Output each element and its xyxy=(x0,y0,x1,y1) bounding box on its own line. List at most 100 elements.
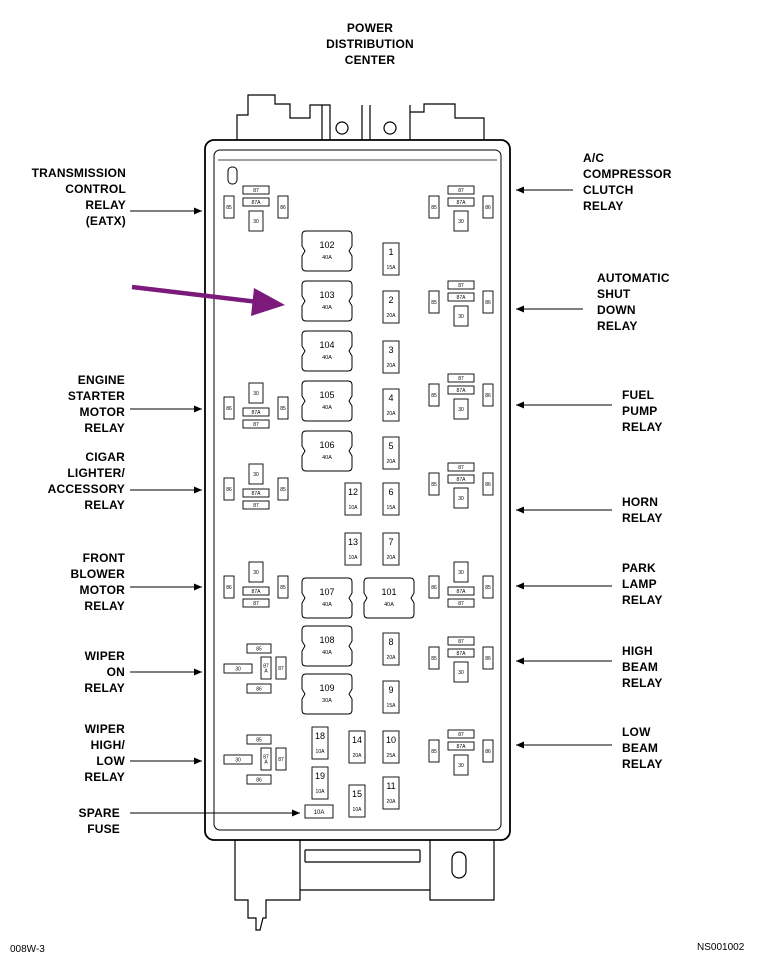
fuse-number: 9 xyxy=(388,685,393,695)
fuse-amperage: 10A xyxy=(349,555,359,561)
mini-fuse-body xyxy=(382,776,400,810)
fuse-amperage: 40A xyxy=(384,602,394,608)
fuse-amperage: 20A xyxy=(353,753,363,759)
relay-pin-87 xyxy=(447,280,475,290)
figure-code-right: NS001002 xyxy=(697,942,745,953)
relay-pin-30 xyxy=(453,210,469,232)
maxi-fuse-body xyxy=(301,673,353,715)
relay-pin-85-text: 85 xyxy=(431,393,437,399)
fuse-amperage: 10A xyxy=(314,810,325,816)
fuse-number: 8 xyxy=(388,637,393,647)
fuse-amperage: 40A xyxy=(322,602,332,608)
label-cigar-lighter-accessory-relay: CIGAR LIGHTER/ ACCESSORY RELAY xyxy=(47,450,125,512)
relay-pin-87a xyxy=(242,488,270,498)
arrow-blower-relay-head xyxy=(194,583,202,591)
relay-pin-87a-text: 87A xyxy=(252,410,262,416)
relay-pin-87a-text: A xyxy=(264,759,268,765)
relay-pin-85-text: 85 xyxy=(280,487,286,493)
relay-pin-85-text: 85 xyxy=(280,406,286,412)
relay-pin-86 xyxy=(482,646,494,670)
label-spare-fuse: SPARE FUSE xyxy=(78,806,120,836)
relay-pin-87a-text: A xyxy=(264,668,268,674)
mini-fuse-body xyxy=(382,242,400,276)
maxi-fuse-body xyxy=(301,430,353,472)
relay-pin-30 xyxy=(453,487,469,509)
label-wiper-on-relay: WIPER ON RELAY xyxy=(84,649,125,695)
fuse-amperage: 40A xyxy=(322,355,332,361)
arrow-high-beam-relay-head xyxy=(516,657,524,665)
relay-pin-86-text: 86 xyxy=(485,300,491,306)
relay-pin-85 xyxy=(277,396,289,420)
label-transmission-control-relay: TRANSMISSION CONTROL RELAY (EATX) xyxy=(31,166,126,228)
relay-pin-30-text: 30 xyxy=(253,472,259,478)
spare-fuse: 10A xyxy=(304,804,334,819)
relay-pin-87 xyxy=(447,598,475,608)
fuse-number: 15 xyxy=(352,789,362,799)
fuse-number: 104 xyxy=(319,340,334,350)
relay-pin-87a-text: 87A xyxy=(457,388,467,394)
relay-pin-85-text: 85 xyxy=(431,300,437,306)
relay-pin-87 xyxy=(275,747,287,771)
relay-pin-30-text: 30 xyxy=(235,757,241,763)
maxi-fuse-104: 104 40A xyxy=(301,330,353,372)
fuse-number: 105 xyxy=(319,390,334,400)
relay-pin-30-text: 30 xyxy=(458,570,464,576)
relay-pin-30-text: 30 xyxy=(458,314,464,320)
relay-pin-87a-text: 87A xyxy=(252,491,262,497)
relay-pin-30-text: 30 xyxy=(235,666,241,672)
relay-pin-87a xyxy=(242,586,270,596)
relay-pin-86-text: 86 xyxy=(485,482,491,488)
relay-pin-85 xyxy=(428,646,440,670)
relay-pin-30-text: 30 xyxy=(458,763,464,769)
maxi-fuse-body xyxy=(363,577,415,619)
fuse-number: 19 xyxy=(315,771,325,781)
maxi-fuse-body xyxy=(301,577,353,619)
relay-pin-30 xyxy=(248,382,264,404)
arrow-wiper-on-relay-head xyxy=(194,668,202,676)
relay-pin-87 xyxy=(447,636,475,646)
relay-pin-87a xyxy=(260,656,272,680)
relay-pin-30-text: 30 xyxy=(253,570,259,576)
fuse-number: 4 xyxy=(388,393,393,403)
fuse-amperage: 15A xyxy=(387,505,397,511)
relay-pin-86-text: 86 xyxy=(280,205,286,211)
label-low-beam-relay: LOW BEAM RELAY xyxy=(622,725,663,771)
relay-pin-87a-text: 87A xyxy=(457,200,467,206)
arrow-spare-fuse-head xyxy=(292,809,300,817)
mini-fuse-body xyxy=(382,532,400,566)
mounting-hole xyxy=(335,121,349,135)
relay-pin-87a xyxy=(447,741,475,751)
relay-pin-87a xyxy=(447,292,475,302)
relay-pin-87 xyxy=(447,185,475,195)
relay-pin-85-text: 85 xyxy=(485,585,491,591)
relay-pin-87-text: 87 xyxy=(458,732,464,738)
relay-pin-87a xyxy=(447,586,475,596)
relay-pin-87 xyxy=(242,598,270,608)
relay-pin-30-text: 30 xyxy=(458,496,464,502)
relay-pin-30 xyxy=(453,305,469,327)
fuse-amperage: 20A xyxy=(387,313,397,319)
relay-pin-87-text: 87 xyxy=(458,639,464,645)
relay-pin-85 xyxy=(246,734,272,745)
relay-pin-85-text: 85 xyxy=(256,737,262,743)
label-horn-relay: HORN RELAY xyxy=(622,495,663,525)
fuse-amperage: 20A xyxy=(387,799,397,805)
relay-pin-86-text: 86 xyxy=(226,487,232,493)
relay-pin-85 xyxy=(223,195,235,219)
relay-pin-86 xyxy=(246,683,272,694)
relay-pin-86 xyxy=(246,774,272,785)
relay-pin-87a-text: 87A xyxy=(457,651,467,657)
relay-pin-87 xyxy=(447,462,475,472)
relay-pin-87-text: 87 xyxy=(458,283,464,289)
mini-fuse-body xyxy=(382,436,400,470)
relay-pin-87 xyxy=(447,729,475,739)
